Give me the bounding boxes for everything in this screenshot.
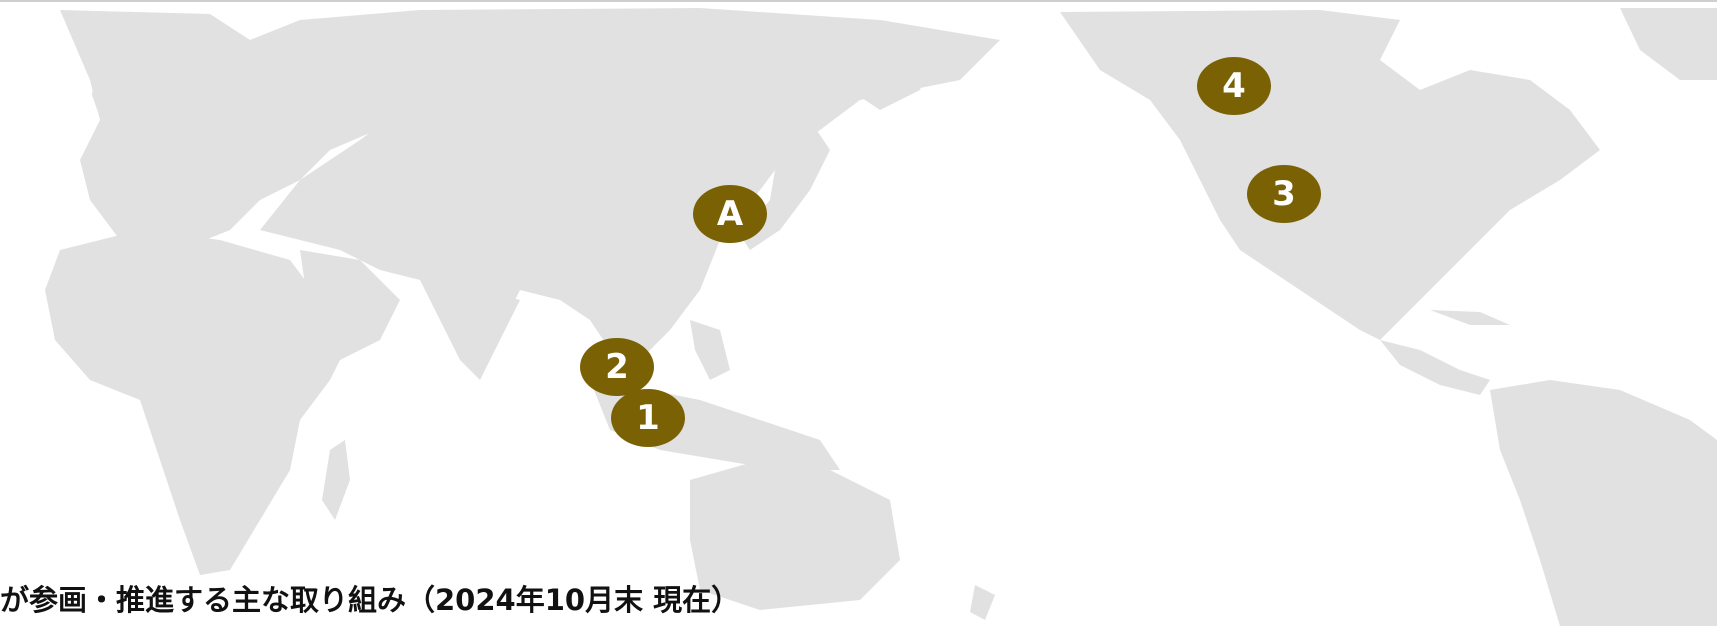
map-marker-3[interactable]: 3 — [1247, 165, 1321, 223]
top-border — [0, 0, 1717, 2]
map-marker-4[interactable]: 4 — [1197, 57, 1271, 115]
landmass-central-america — [1380, 340, 1490, 395]
landmass-kamchatka — [850, 20, 940, 110]
map-marker-label: 1 — [636, 398, 660, 438]
landmass-greenland — [1620, 8, 1717, 80]
landmass-philippines — [690, 320, 730, 380]
landmass-australia — [690, 460, 900, 610]
map-marker-label: A — [716, 194, 744, 234]
landmass-asia — [260, 8, 1000, 370]
landmass-europe — [60, 10, 520, 250]
map-marker-a[interactable]: A — [693, 185, 767, 243]
map-caption: が参画・推進する主な取り組み（2024年10月末 現在） — [0, 583, 741, 617]
map-marker-label: 3 — [1272, 174, 1296, 214]
map-marker-2[interactable]: 2 — [580, 338, 654, 396]
map-marker-label: 4 — [1222, 66, 1246, 106]
landmass-cuba — [1430, 310, 1510, 325]
landmass-north-america — [1060, 10, 1600, 340]
landmass-africa — [45, 230, 350, 575]
landmass-south-america — [1490, 380, 1717, 626]
landmass-britain — [92, 60, 130, 120]
landmass-india — [420, 280, 520, 380]
landmass-newzealand — [970, 585, 995, 620]
map-marker-1[interactable]: 1 — [611, 389, 685, 447]
map-marker-label: 2 — [605, 347, 629, 387]
landmass-madagascar — [322, 440, 350, 520]
